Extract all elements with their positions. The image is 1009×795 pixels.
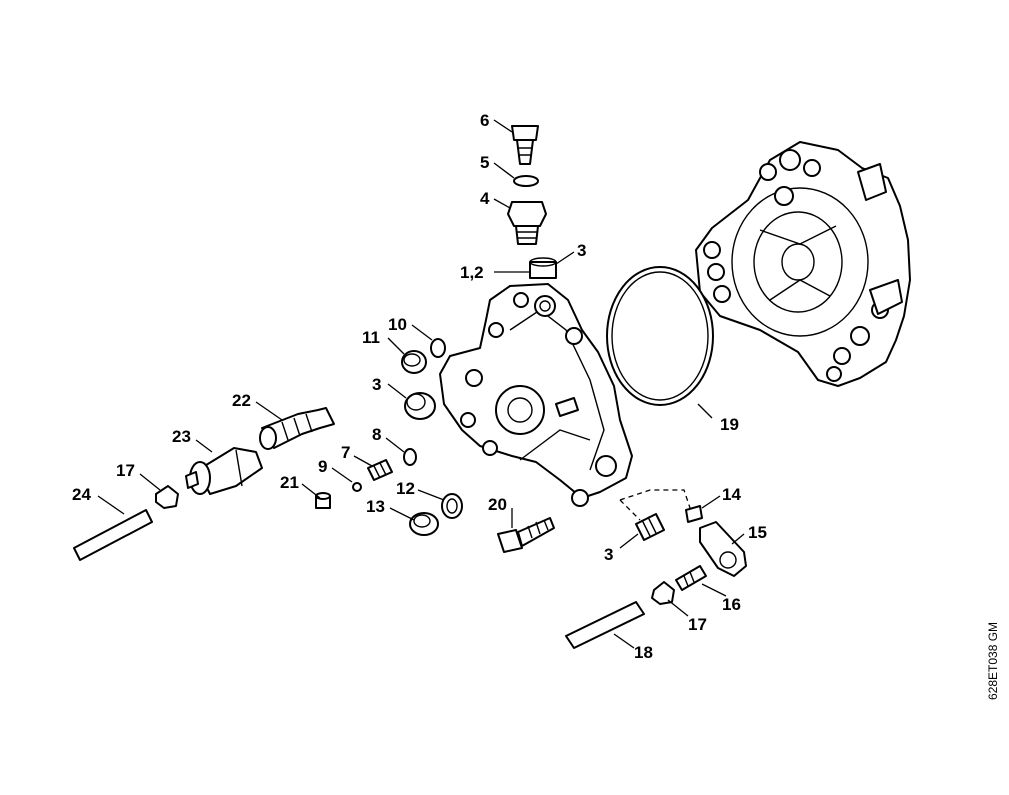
pin-21 — [315, 492, 331, 509]
nozzle-7 — [367, 459, 393, 481]
callout-11: 11 — [362, 328, 380, 347]
o-ring-10 — [430, 338, 446, 358]
callout-8: 8 — [372, 425, 381, 444]
pump-housing — [695, 141, 911, 387]
callout-4: 4 — [480, 189, 490, 208]
o-ring-19 — [606, 266, 714, 406]
leader-lines — [97, 119, 745, 649]
callout-20: 20 — [488, 495, 507, 514]
banjo-bolt-16 — [675, 565, 707, 591]
drawing-code: 628ET038 GM — [986, 621, 1000, 700]
assembly-line-lower — [619, 499, 641, 521]
callout-21: 21 — [280, 473, 299, 492]
callout-14: 14 — [722, 485, 741, 504]
washer-12 — [441, 493, 463, 519]
nut-17-upper — [155, 485, 179, 509]
callout-1-2: 1,2 — [460, 263, 484, 282]
nut-17-lower — [651, 581, 675, 605]
callout-10: 10 — [388, 315, 407, 334]
callout-3-top: 3 — [577, 241, 586, 260]
callout-24: 24 — [72, 485, 91, 504]
pump-cover — [439, 283, 633, 507]
callout-6: 6 — [480, 111, 489, 130]
callout-18: 18 — [634, 643, 653, 662]
filter-23 — [185, 447, 263, 495]
callout-17-upper: 17 — [116, 461, 135, 480]
callout-16: 16 — [722, 595, 741, 614]
screw-20 — [497, 517, 555, 553]
hose-18 — [565, 601, 645, 649]
screw-14 — [685, 505, 703, 523]
hose-24 — [73, 509, 153, 561]
cap-11 — [401, 350, 427, 374]
bent-hose-22 — [259, 407, 335, 450]
assembly-line — [619, 489, 691, 509]
callout-22: 22 — [232, 391, 251, 410]
fitting-4 — [507, 201, 547, 245]
hose-nipple-6 — [511, 125, 539, 165]
callout-3-low: 3 — [604, 545, 613, 564]
plug-3-low — [635, 513, 665, 541]
plug-3-top — [529, 257, 557, 279]
ball-9 — [352, 482, 362, 492]
callout-23: 23 — [172, 427, 191, 446]
plug-screw-13 — [409, 512, 439, 536]
callout-9: 9 — [318, 457, 327, 476]
callout-7: 7 — [341, 443, 350, 462]
callout-13: 13 — [366, 497, 385, 516]
callout-19: 19 — [720, 415, 739, 434]
banjo-fitting-15 — [699, 521, 747, 577]
callout-17-lower: 17 — [688, 615, 707, 634]
o-ring-8 — [403, 448, 417, 466]
callout-15: 15 — [748, 523, 767, 542]
callout-12: 12 — [396, 479, 415, 498]
callout-5: 5 — [480, 153, 489, 172]
plug-3-mid — [404, 392, 436, 420]
o-ring-5 — [513, 175, 539, 187]
callout-3-mid: 3 — [372, 375, 381, 394]
callout-labels: 6 5 4 3 1,2 10 11 3 22 8 23 7 17 9 21 12… — [72, 111, 767, 662]
